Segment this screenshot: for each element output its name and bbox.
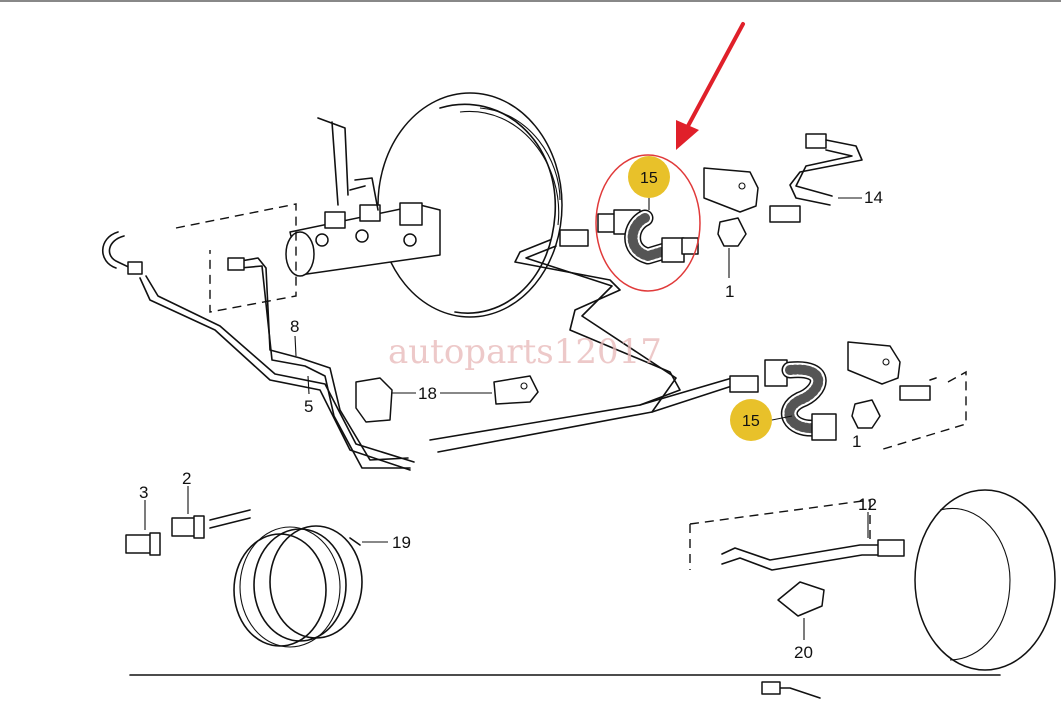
callout-8: 8: [290, 317, 299, 336]
bracket-hole: [738, 182, 746, 190]
badge-lower: [730, 399, 772, 441]
mc-dashed-outline: [175, 203, 297, 313]
pipe-8-5: [227, 257, 411, 469]
callout-20: 20: [794, 643, 813, 662]
part-18: [355, 375, 539, 423]
brake-hose-upper: [597, 209, 699, 265]
clip-upper: [717, 217, 747, 247]
mc-top-pipe: [317, 117, 349, 206]
callout-19: 19: [392, 533, 411, 552]
badge-upper: [628, 156, 670, 198]
master-cylinder: [285, 202, 441, 277]
callout-5: 5: [304, 397, 313, 416]
pipe12-dashed-outline: [689, 499, 871, 570]
callout-3: 3: [139, 483, 148, 502]
red-arrow: [676, 22, 745, 150]
callout-1-lower: 1: [852, 432, 861, 451]
long-crossover-pipe: [429, 229, 736, 453]
fitting-2: [171, 515, 205, 539]
callout-14: 14: [864, 188, 883, 207]
brake-drum-right: [914, 489, 1056, 671]
mounting-bracket-lower: [847, 341, 901, 385]
brake-pipe-12: [721, 539, 905, 571]
callout-15-lower: 15: [742, 413, 760, 430]
mc-reservoir-pipe: [349, 177, 379, 211]
callout-15-upper: 15: [640, 170, 658, 187]
watermark: autoparts12017: [388, 332, 662, 372]
left-loop-pipe: [101, 231, 415, 471]
right-dashed-outline: [879, 370, 967, 451]
callout-1-upper: 1: [725, 282, 734, 301]
callout-18: 18: [418, 384, 437, 403]
brake-hose-lower: [729, 359, 837, 441]
clip-20: [777, 581, 825, 617]
callout-2: 2: [182, 469, 191, 488]
fitting-3: [125, 532, 161, 556]
pipe-coil-19: [209, 509, 363, 648]
callout-12: 12: [858, 495, 877, 514]
mounting-bracket-upper: [703, 167, 759, 213]
brake-line-14: [769, 133, 863, 223]
union-lower: [899, 385, 931, 401]
clip-lower: [851, 399, 881, 429]
highlight-circle: [595, 154, 701, 292]
